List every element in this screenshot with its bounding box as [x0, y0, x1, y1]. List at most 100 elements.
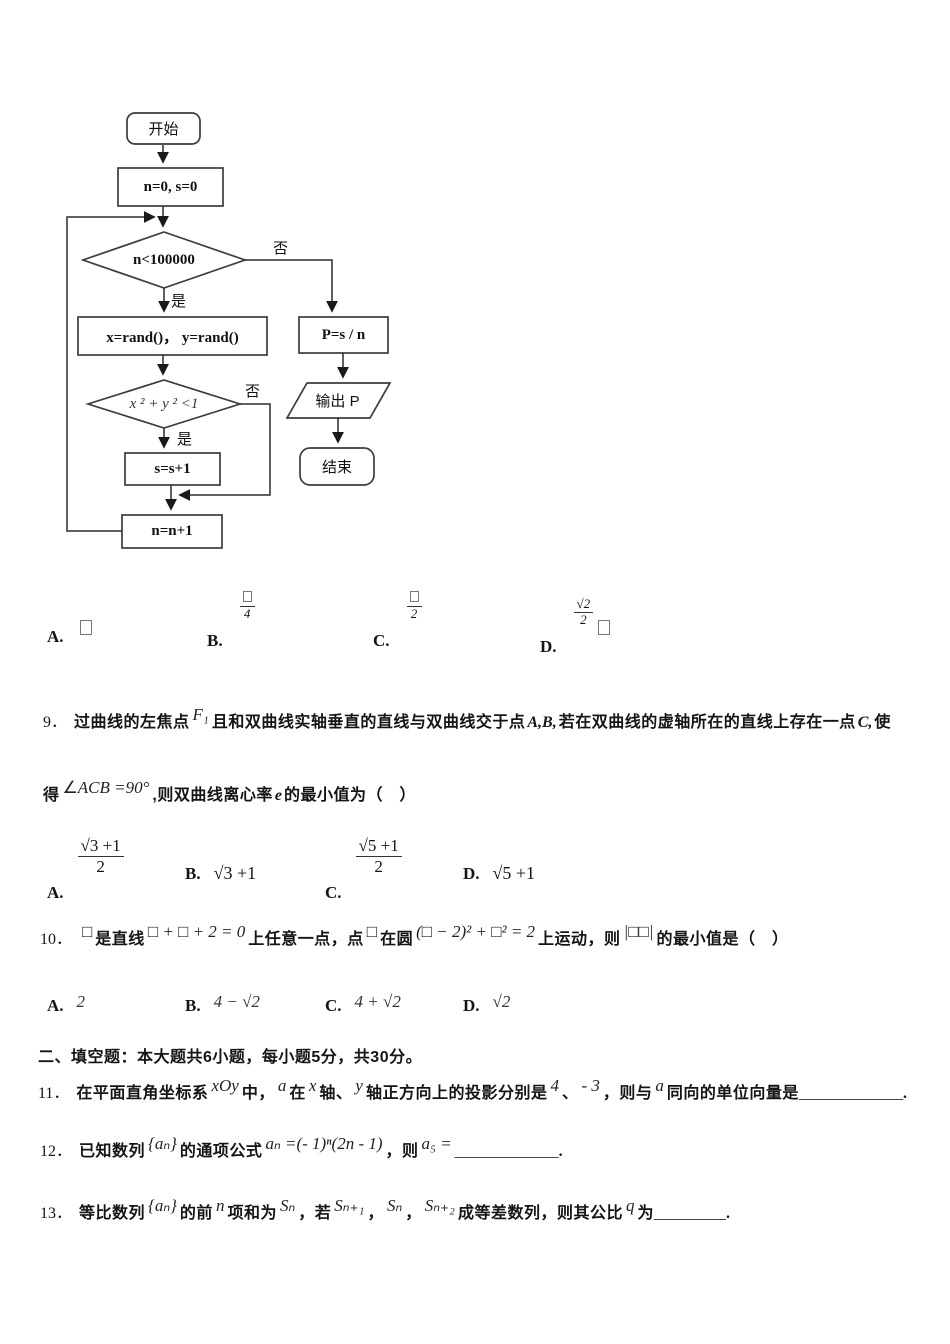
- math-sn: Sₙ: [279, 1196, 296, 1215]
- question-number: 11．: [38, 1085, 70, 1102]
- missing-glyph-box: [409, 591, 419, 602]
- math-sequence-an: {aₙ}: [148, 1196, 177, 1215]
- math-point-c: C,: [857, 714, 873, 731]
- text-segment: 过曲线的左焦点: [74, 714, 190, 731]
- text-segment: ，: [367, 1205, 384, 1222]
- math-sn: Sₙ: [386, 1196, 403, 1215]
- answer-blank: _____________: [454, 1143, 559, 1160]
- option-formula: 4 − √2: [213, 992, 260, 1011]
- option-label: D.: [463, 864, 480, 883]
- text-segment: 是直线: [95, 931, 145, 948]
- option-a: A. 2: [47, 992, 85, 1016]
- math-eccentricity-e: e: [274, 787, 282, 804]
- flowchart-diagram: [66, 112, 392, 549]
- math-value-neg3: - 3: [581, 1076, 600, 1095]
- text-segment: 、: [561, 1085, 579, 1102]
- fraction-denominator: 2: [406, 605, 422, 622]
- option-d: D.√2: [463, 992, 510, 1016]
- math-points-ab: A,B,: [527, 714, 557, 731]
- option-b: B. 4 − √2: [185, 992, 260, 1016]
- option-formula: √3 +1: [213, 863, 257, 883]
- text-segment: 轴正方向上的投影分别是: [365, 1085, 548, 1102]
- option-d: D.√5 +1: [463, 863, 535, 884]
- fraction-numerator: [240, 591, 255, 606]
- math-f1: F₁: [192, 705, 209, 724]
- branch-label-no: 否: [245, 383, 261, 400]
- flowchart-node-end: 结束: [321, 459, 352, 476]
- math-vector-a: a: [277, 1076, 287, 1095]
- option-c: C.2: [373, 591, 422, 651]
- option-a: A.: [47, 620, 92, 647]
- fraction-denominator: 2: [355, 855, 402, 877]
- missing-glyph-box: [598, 620, 611, 635]
- flowchart-node-sbox: s=s+1: [154, 460, 191, 477]
- text-segment: 在圆: [380, 931, 414, 948]
- option-b: B. 4: [207, 591, 255, 651]
- flowchart-node-nbox: n=n+1: [151, 523, 193, 539]
- option-label: B.: [207, 630, 223, 650]
- option-label: C.: [325, 996, 342, 1015]
- text-segment: 在: [289, 1085, 306, 1102]
- branch-label-yes: 是: [171, 293, 187, 310]
- math-general-term: aₙ =(- 1)ⁿ(2n - 1): [265, 1134, 383, 1153]
- math-value-4: 4: [550, 1076, 559, 1095]
- text-segment: 在平面直角坐标系: [76, 1085, 209, 1102]
- option-formula: 4 + √2: [354, 992, 401, 1011]
- math-line-equation: □ + □ + 2 = 0: [147, 922, 246, 941]
- branch-label-yes: 是: [177, 431, 193, 448]
- text-segment: 上运动，则: [538, 931, 621, 948]
- option-label: A.: [47, 996, 64, 1015]
- text-segment: ,则双曲线离心率: [152, 787, 273, 804]
- option-b: B. √3 +1: [185, 863, 256, 884]
- fraction: 4: [239, 591, 255, 622]
- question-number: 12．: [40, 1143, 73, 1160]
- option-formula: 2: [76, 992, 86, 1011]
- text-segment: 的前: [179, 1205, 213, 1222]
- math-segment: □: [366, 922, 378, 941]
- math-vector-a: a: [655, 1076, 664, 1095]
- fraction-denominator: 2: [77, 855, 124, 877]
- answer-blank: _________: [653, 1205, 726, 1222]
- fraction-numerator: √2: [576, 596, 591, 612]
- math-angle-acb: ∠ACB =90°: [62, 778, 150, 797]
- text-segment: .: [558, 1143, 563, 1160]
- math-sn-plus-1: Sₙ₊₁: [334, 1196, 365, 1215]
- math-circle-equation: (□ − 2)² + □² = 2: [416, 922, 536, 941]
- flow-arrow-no1: [245, 259, 338, 313]
- math-distance: |□□|: [623, 922, 654, 941]
- text-segment: 得: [43, 787, 60, 804]
- flowchart-shape-start: [126, 112, 201, 145]
- missing-glyph-box: [242, 591, 252, 602]
- section-2-header: 二、填空题：本大题共6小题，每小题5分，共30分。: [38, 1043, 422, 1073]
- flowchart-node-pbox: P=s / n: [321, 326, 366, 343]
- text-segment: 上任意一点，点: [248, 931, 364, 948]
- branch-label-no: 否: [273, 240, 289, 257]
- text-segment: 中，: [241, 1085, 275, 1102]
- flow-arrow-no2: [178, 403, 271, 501]
- fraction-denominator: 2: [573, 612, 594, 628]
- math-y-axis: y: [355, 1076, 363, 1095]
- flowchart-shape-sbox: [124, 452, 221, 486]
- text-segment: 若在双曲线的虚轴所在的直线上存在一点: [558, 714, 856, 731]
- flowchart-shape-rand: [77, 316, 268, 356]
- option-formula: √2: [492, 992, 511, 1011]
- flowchart-shape-output: [285, 382, 392, 419]
- math-sn-plus-2: Sₙ₊₂: [424, 1196, 455, 1215]
- flowchart-node-cond2: x ² + y ² <1: [129, 395, 199, 412]
- question-number: 13．: [40, 1205, 73, 1222]
- option-label: C.: [325, 883, 342, 903]
- flowchart-node-start: 开始: [148, 121, 179, 138]
- option-label: B.: [185, 996, 201, 1015]
- option-label: A.: [47, 627, 64, 646]
- option-label: B.: [185, 864, 201, 883]
